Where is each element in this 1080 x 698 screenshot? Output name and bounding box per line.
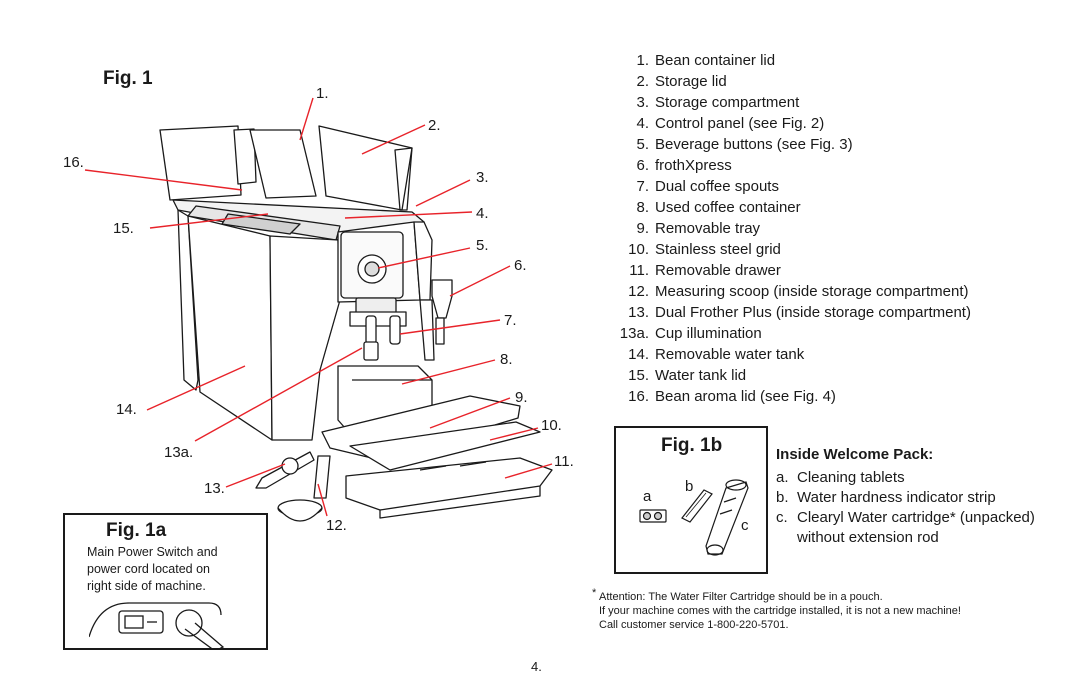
welcome-pack-illustration <box>639 479 749 556</box>
part-label: Cup illumination <box>655 325 762 342</box>
list-item: 2. Storage lid <box>618 71 971 92</box>
fig1a-box: Fig. 1a Main Power Switch and power cord… <box>63 513 268 650</box>
part-label: Water tank lid <box>655 367 747 384</box>
list-item: b.Water hardness indicator strip <box>776 489 996 506</box>
part-number: 13. <box>628 304 649 321</box>
callout-7: 7. <box>504 312 517 329</box>
list-item: 16. Bean aroma lid (see Fig. 4) <box>618 386 971 407</box>
list-item: a.Cleaning tablets <box>776 469 905 486</box>
part-label: Removable tray <box>655 220 761 237</box>
part-number: 14. <box>628 346 649 363</box>
callout-10: 10. <box>541 417 562 434</box>
fig1-title: Fig. 1 <box>103 68 153 89</box>
list-item: 3. Storage compartment <box>618 92 971 113</box>
list-item: 1. Bean container lid <box>618 50 971 71</box>
part-number: 8. <box>636 199 649 216</box>
list-item: 9. Removable tray <box>618 218 971 239</box>
fig1b-box: Fig. 1b a b c <box>614 426 768 574</box>
part-label: Removable water tank <box>655 346 805 363</box>
list-item: 14. Removable water tank <box>618 344 971 365</box>
page-number: 4. <box>531 659 542 674</box>
list-item: without extension rod <box>797 529 939 546</box>
callout-13a: 13a. <box>164 444 193 461</box>
part-label: Beverage buttons (see Fig. 3) <box>655 136 853 153</box>
part-label: Dual Frother Plus (inside storage compar… <box>655 304 971 321</box>
list-item: 13. Dual Frother Plus (inside storage com… <box>618 302 971 323</box>
part-label: Storage lid <box>655 73 727 90</box>
part-label: Control panel (see Fig. 2) <box>655 115 825 132</box>
part-label: Storage compartment <box>655 94 800 111</box>
callout-6: 6. <box>514 257 527 274</box>
part-number: 5. <box>636 136 649 153</box>
fig1b-title: Fig. 1b <box>661 435 723 456</box>
part-number: 16. <box>628 388 649 405</box>
part-label: Removable drawer <box>655 262 781 279</box>
part-number: 2. <box>636 73 649 90</box>
list-item: 10. Stainless steel grid <box>618 239 971 260</box>
label-a: a <box>643 488 652 505</box>
footnote-line: Attention: The Water Filter Cartridge sh… <box>599 591 883 603</box>
coffee-machine-illustration: 1. 2. 3. 4. 5. 6. 7. 8. 9. 10. 11. 12. 1… <box>63 85 574 534</box>
callout-11: 11. <box>554 453 574 470</box>
part-number: 13a. <box>619 325 649 342</box>
callout-1: 1. <box>316 85 329 102</box>
callout-9: 9. <box>515 389 528 406</box>
fig1a-text: Main Power Switch and power cord located… <box>87 544 218 595</box>
fig1a-line: Main Power Switch and <box>87 545 218 559</box>
callout-16: 16. <box>63 154 84 171</box>
power-switch-illustration <box>89 602 225 649</box>
part-label: Bean container lid <box>655 52 776 69</box>
callout-12: 12. <box>326 517 347 534</box>
part-number: 12. <box>628 283 649 300</box>
part-number: 1. <box>636 52 649 69</box>
part-number: 15. <box>628 367 649 384</box>
callout-15: 15. <box>113 220 134 237</box>
part-label: Bean aroma lid (see Fig. 4) <box>655 388 836 405</box>
list-item: 7. Dual coffee spouts <box>618 176 971 197</box>
footnote-line: Call customer service 1-800-220-5701. <box>599 619 789 631</box>
footnote: * Attention: The Water Filter Cartridge … <box>592 587 961 632</box>
label-b: b <box>685 478 694 495</box>
part-number: 10. <box>628 241 649 258</box>
fig1a-line: power cord located on <box>87 562 210 576</box>
fig1a-line: right side of machine. <box>87 579 206 593</box>
list-item: 5. Beverage buttons (see Fig. 3) <box>618 134 971 155</box>
footnote-line: If your machine comes with the cartridge… <box>599 605 961 617</box>
part-label: Stainless steel grid <box>655 241 781 258</box>
part-number: 7. <box>636 178 649 195</box>
part-number: 3. <box>636 94 649 111</box>
callout-14: 14. <box>116 401 137 418</box>
list-item: 6. frothXpress <box>618 155 971 176</box>
part-label: Used coffee container <box>655 199 801 216</box>
part-label: Measuring scoop (inside storage compartm… <box>655 283 969 300</box>
part-number: 11. <box>629 262 649 279</box>
callout-3: 3. <box>476 169 489 186</box>
callout-5: 5. <box>476 237 489 254</box>
list-item: 11. Removable drawer <box>618 260 971 281</box>
list-item: 12. Measuring scoop (inside storage compa… <box>618 281 971 302</box>
list-item: c.Clearyl Water cartridge* (unpacked) <box>776 509 1035 526</box>
fig1a-title: Fig. 1a <box>106 520 167 541</box>
callout-4: 4. <box>476 205 489 222</box>
list-item: 15. Water tank lid <box>618 365 971 386</box>
list-item: 4. Control panel (see Fig. 2) <box>618 113 971 134</box>
footnote-asterisk: * <box>592 587 597 599</box>
callout-8: 8. <box>500 351 513 368</box>
list-item: 13a. Cup illumination <box>618 323 971 344</box>
welcome-heading: Inside Welcome Pack: <box>776 446 934 463</box>
part-number: 6. <box>636 157 649 174</box>
list-item: 8. Used coffee container <box>618 197 971 218</box>
part-number: 9. <box>636 220 649 237</box>
callout-13: 13. <box>204 480 225 497</box>
callout-2: 2. <box>428 117 441 134</box>
part-label: Dual coffee spouts <box>655 178 779 195</box>
parts-list: 1. Bean container lid 2. Storage lid 3. Stora… <box>618 50 971 407</box>
part-number: 4. <box>636 115 649 132</box>
welcome-pack: Inside Welcome Pack: a.Cleaning tablets … <box>776 445 1035 548</box>
label-c: c <box>741 517 749 534</box>
part-label: frothXpress <box>655 157 732 174</box>
